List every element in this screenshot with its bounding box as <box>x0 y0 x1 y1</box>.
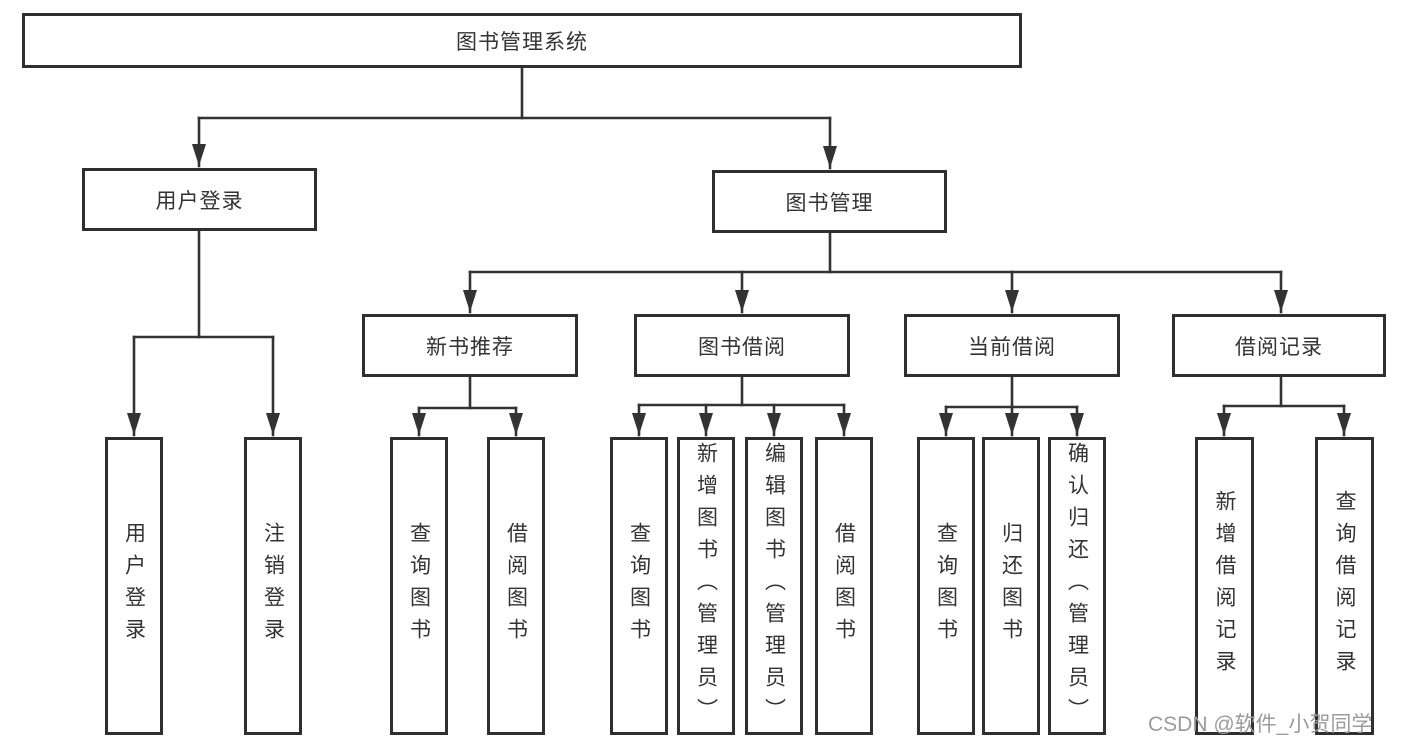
node-label: 查询图书 <box>407 522 431 650</box>
node-user-login-leaf: 用户登录 <box>105 437 163 735</box>
node-label: 查询图书 <box>627 522 651 650</box>
node-borrow-books-leaf: 借阅图书 <box>815 437 873 735</box>
node-label: 图书借阅 <box>698 335 786 359</box>
node-label: 归还图书 <box>999 522 1023 650</box>
node-label: 当前借阅 <box>968 335 1056 359</box>
node-label: 借阅图书 <box>504 522 528 650</box>
node-label: 查询借阅记录 <box>1333 490 1356 682</box>
node-book-borrow: 图书借阅 <box>634 314 850 377</box>
node-query-borrow-record: 查询借阅记录 <box>1315 437 1374 735</box>
node-label: 编辑图书（管理员） <box>762 442 786 730</box>
csdn-watermark: CSDN @软件_小贺同学 <box>1148 713 1373 736</box>
node-label: 新增借阅记录 <box>1213 490 1236 682</box>
node-label: 图书管理系统 <box>456 30 588 54</box>
node-return-books: 归还图书 <box>982 437 1040 735</box>
node-add-borrow-record: 新增借阅记录 <box>1195 437 1254 735</box>
node-borrow-books-recommend: 借阅图书 <box>487 437 545 735</box>
node-current-borrow: 当前借阅 <box>904 314 1120 377</box>
node-label: 用户登录 <box>122 522 146 650</box>
node-label: 新书推荐 <box>426 335 514 359</box>
node-logout: 注销登录 <box>244 437 302 735</box>
node-label: 新增图书（管理员） <box>694 442 718 730</box>
node-edit-book-admin: 编辑图书（管理员） <box>745 437 803 735</box>
node-borrow-records: 借阅记录 <box>1172 314 1386 377</box>
node-label: 查询图书 <box>934 522 958 650</box>
node-label: 用户登录 <box>155 189 244 213</box>
node-query-books-borrow: 查询图书 <box>610 437 668 735</box>
node-label: 注销登录 <box>261 522 285 650</box>
node-label: 借阅图书 <box>832 522 856 650</box>
node-label: 图书管理 <box>785 191 874 215</box>
node-query-books-recommend: 查询图书 <box>390 437 448 735</box>
node-label: 确认归还（管理员） <box>1065 442 1089 730</box>
node-add-book-admin: 新增图书（管理员） <box>677 437 735 735</box>
node-new-book-recommend: 新书推荐 <box>362 314 578 377</box>
node-confirm-return-admin: 确认归还（管理员） <box>1048 437 1106 735</box>
node-book-management: 图书管理 <box>712 170 947 233</box>
node-label: 借阅记录 <box>1235 335 1323 359</box>
node-user-login: 用户登录 <box>82 168 317 231</box>
node-query-books-current: 查询图书 <box>917 437 975 735</box>
node-library-management-system: 图书管理系统 <box>22 13 1022 68</box>
